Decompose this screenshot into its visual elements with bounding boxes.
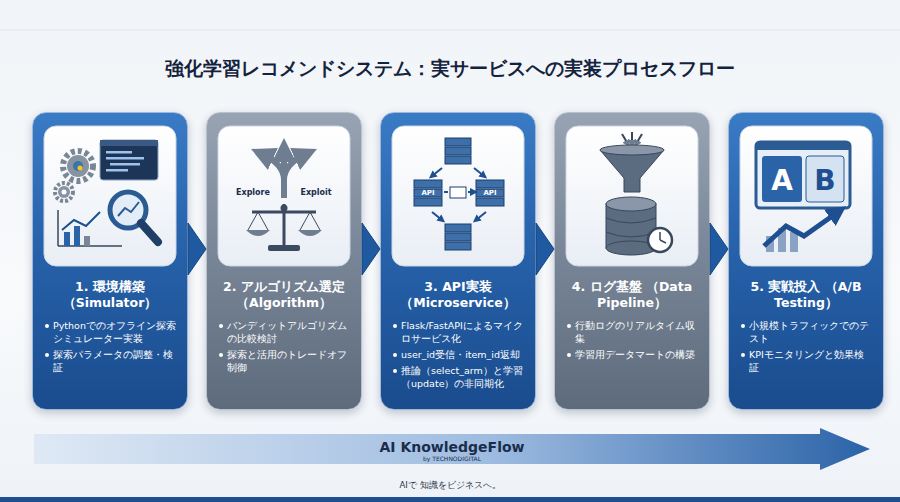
step-bullet: 探索と活用のトレードオフ制御 — [218, 348, 350, 374]
step-bullet: Flask/FastAPIによるマイクロサービス化 — [392, 319, 524, 345]
flow-band: AI KnowledgeFlowby TECHNODIGITAL — [34, 428, 870, 470]
flow-arrow — [536, 223, 554, 275]
microservice-icon — [414, 138, 504, 250]
process-card: 5. 実戦投入 （A/B Testing） 小規模トラフィックでのテスト KPIモニ… — [728, 112, 884, 410]
step-bullet: 学習用データマートの構築 — [566, 348, 698, 361]
band-arrow — [34, 428, 870, 470]
step-bullet: 小規模トラフィックでのテスト — [740, 319, 872, 345]
brand-name: AI KnowledgeFlow — [379, 439, 524, 455]
step-heading: 2. アルゴリズム選定 （Algorithm） — [218, 279, 350, 311]
step-heading: 1. 環境構築 （Simulator） — [44, 279, 176, 311]
step-heading: 5. 実戦投入 （A/B Testing） — [740, 279, 872, 311]
step-bullet: バンディットアルゴリズムの比較検討 — [218, 319, 350, 345]
step-heading: 3. API実装 （Microservice） — [392, 279, 524, 311]
algorithm-icon — [246, 150, 322, 251]
ab-test-icon — [756, 142, 850, 252]
process-card: 1. 環境構築 （Simulator） Pythonでのオフライン探索シミュレータ… — [32, 112, 188, 410]
step-bullet: user_id受信・item_id返却 — [392, 348, 524, 361]
step-bullet: 推論（select_arm）と学習（update）の非同期化 — [392, 364, 524, 390]
simulator-icon — [55, 140, 158, 246]
process-card: 3. API実装 （Microservice） Flask/FastAPIによるマ… — [380, 112, 536, 410]
flow-arrow — [188, 223, 206, 275]
step-bullet: 探索パラメータの調整・検証 — [44, 348, 176, 374]
process-card: 2. アルゴリズム選定 （Algorithm） バンディットアルゴリズムの比較検討… — [206, 112, 362, 410]
step-bullet: KPIモニタリングと効果検証 — [740, 348, 872, 374]
flow-arrow — [710, 223, 728, 275]
pipeline-icon — [600, 132, 672, 255]
diagram-title: 強化学習レコメンドシステム：実サービスへの実装プロセスフロー — [0, 56, 900, 82]
process-card: 4. ログ基盤 （Data Pipeline） 行動ログのリアルタイム収集学習用デ… — [554, 112, 710, 410]
icon-panels — [44, 126, 872, 266]
brand-byline: by TECHNODIGITAL — [423, 455, 481, 462]
step-bullet: Pythonでのオフライン探索シミュレーター実装 — [44, 319, 176, 345]
step-bullet: 行動ログのリアルタイム収集 — [566, 319, 698, 345]
tagline: AIで 知識をビジネスへ。 — [399, 480, 500, 492]
step-heading: 4. ログ基盤 （Data Pipeline） — [566, 279, 698, 311]
flow-arrow — [362, 223, 380, 275]
